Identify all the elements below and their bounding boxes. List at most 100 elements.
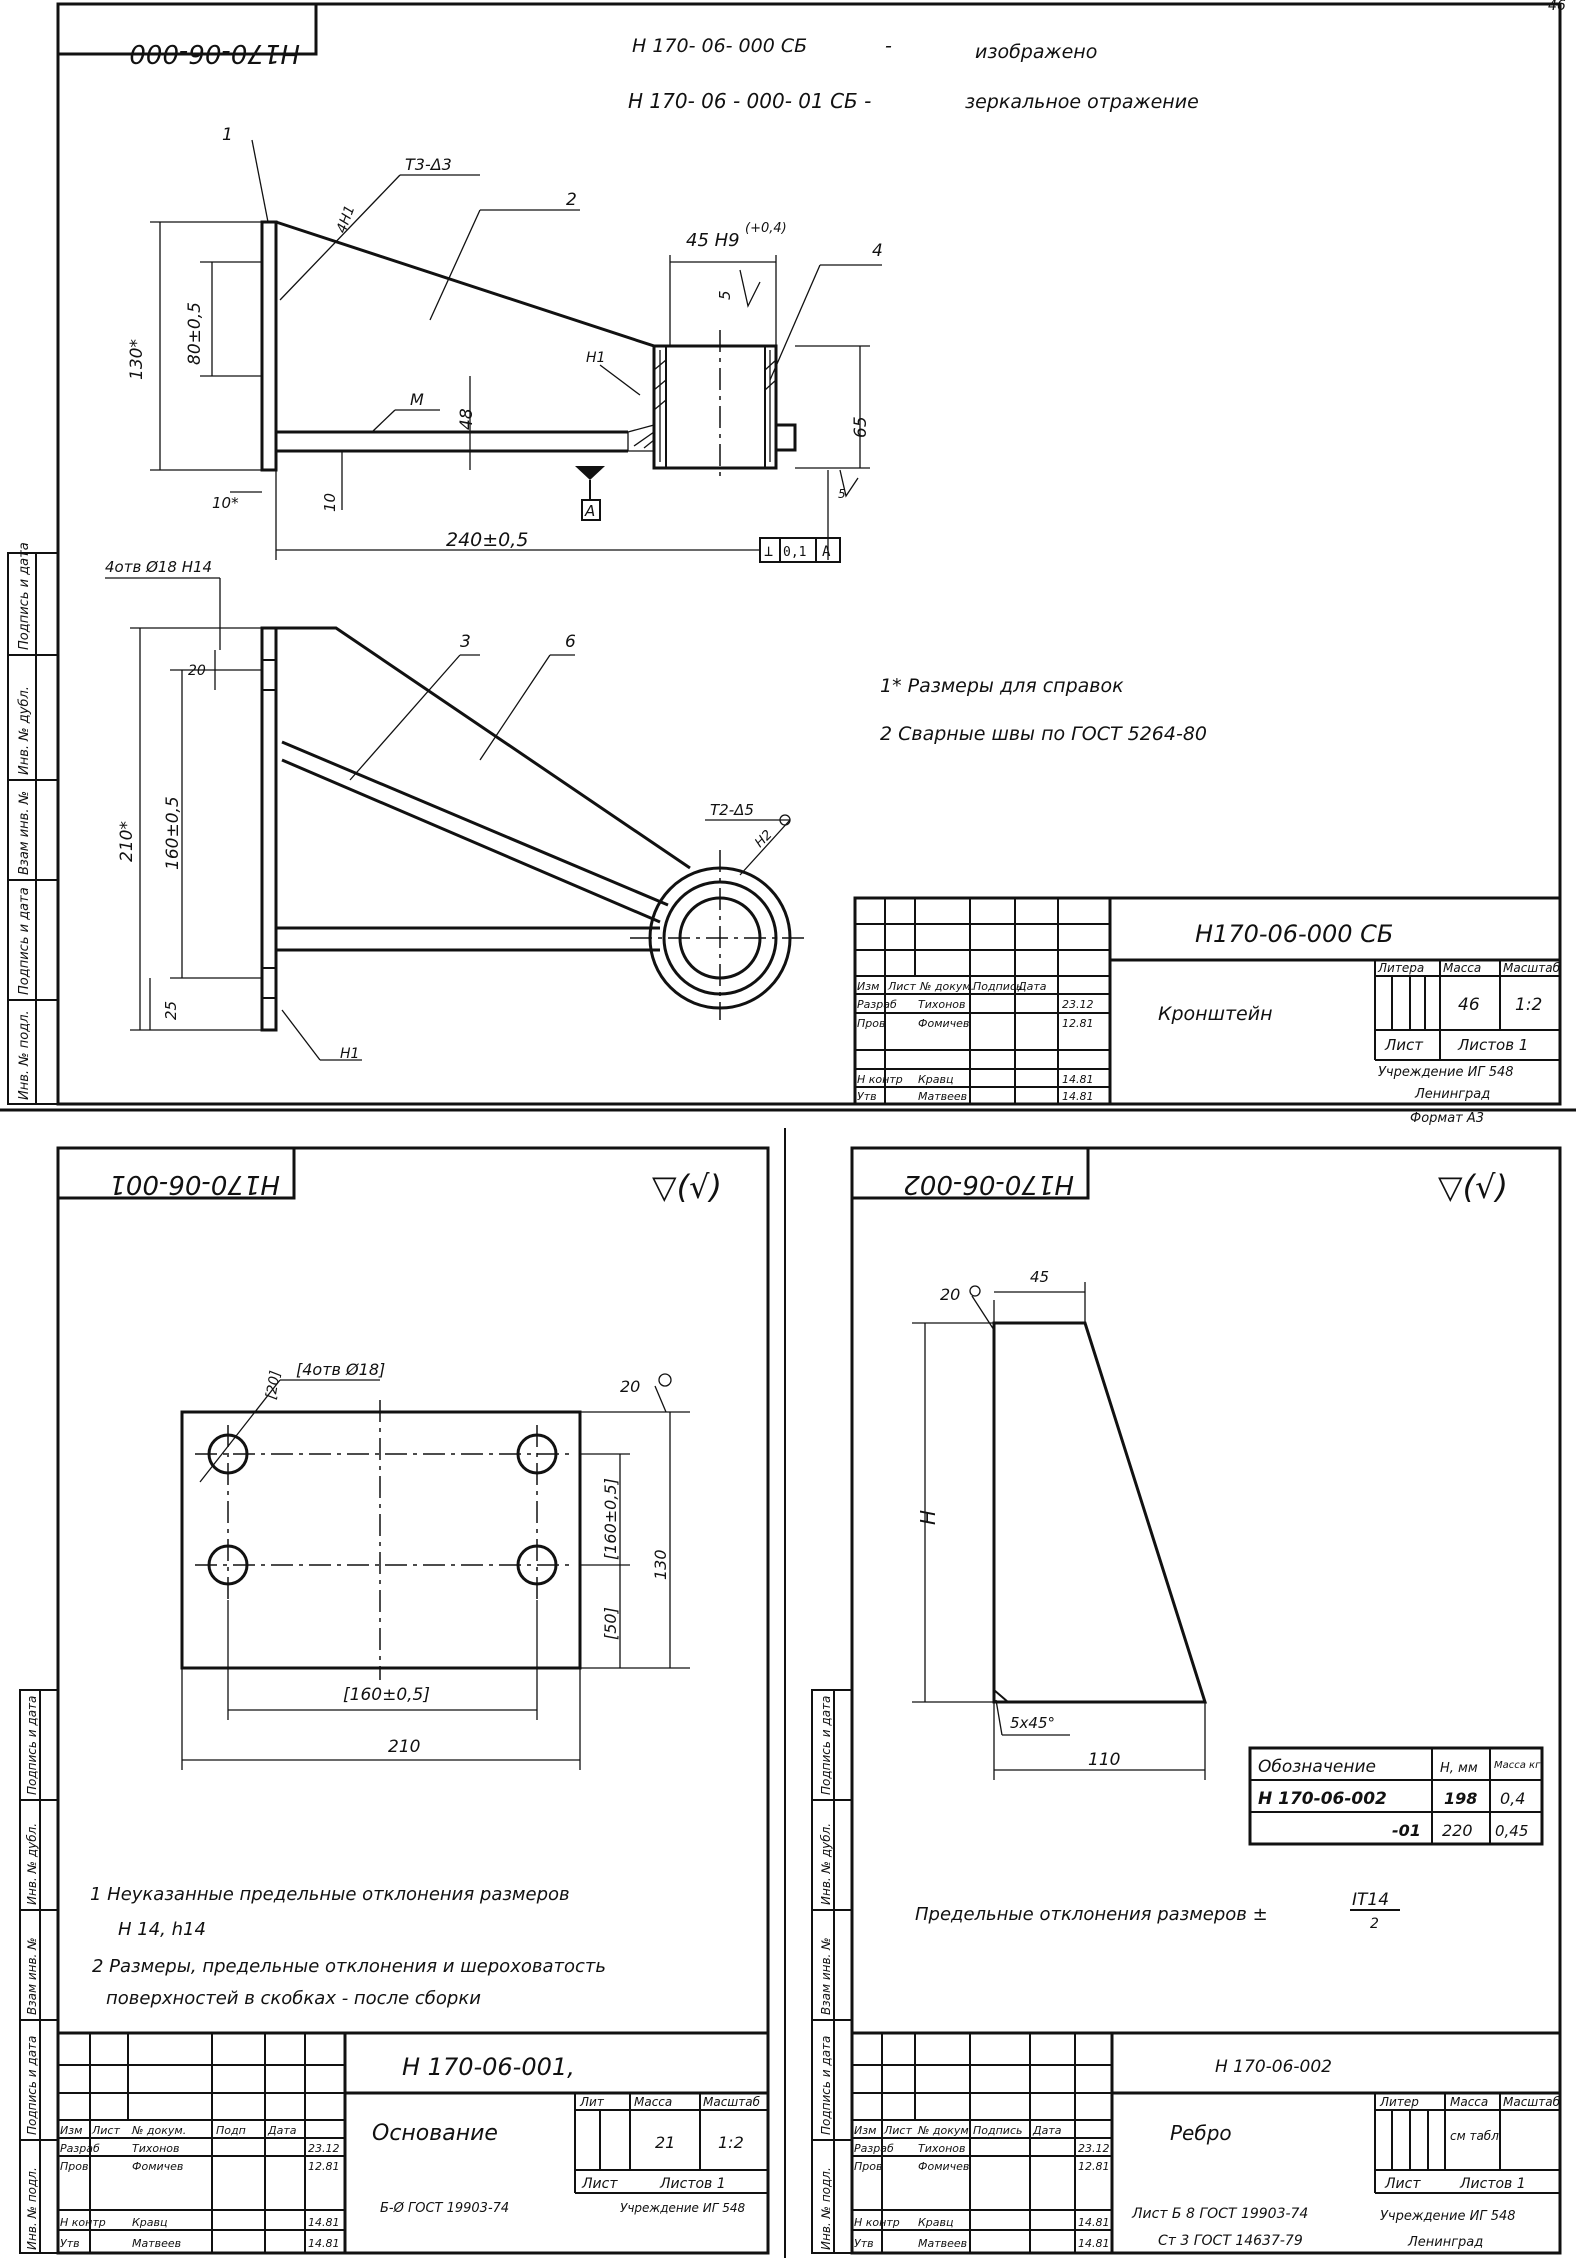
left-col-date: Дата [267, 2124, 297, 2137]
left-org1: Учреждение ИГ 548 [620, 2201, 745, 2215]
strip-label: Взам инв. № [819, 1937, 833, 2015]
strip-label: Подпись и дата [17, 542, 32, 650]
top-org1: Учреждение ИГ 548 [1378, 1065, 1514, 1080]
header-line2-code: Н 170- 06 - 000- 01 СБ - [628, 89, 871, 113]
right-row-date: 12.81 [1078, 2160, 1110, 2173]
right-row-date: 14.81 [1078, 2237, 1110, 2250]
strip-label: Подпись и дата [819, 1696, 833, 1795]
left-row-date: 12.81 [308, 2160, 340, 2173]
left-dim-210: 210 [388, 1737, 420, 1757]
pos3: 3 [460, 632, 471, 652]
right-note: Предельные отклонения размеров ± [915, 1904, 1268, 1925]
strip-label: Подпись и дата [25, 2036, 39, 2135]
weld-t2: Т2-Δ5 [710, 801, 754, 819]
left-row-name: Матвеев [132, 2237, 181, 2250]
right-mass: см табл [1450, 2129, 1499, 2143]
top-scale-label: Масштаб [1503, 961, 1561, 975]
dim-10b: 10 [321, 493, 339, 512]
top-row-role: Пров [857, 1017, 885, 1030]
top-corner-box [56, 2, 318, 56]
top-scale: 1:2 [1515, 995, 1542, 1015]
left-sheets-label: Листов 1 [659, 2176, 726, 2192]
dim-160: 160±0,5 [163, 796, 183, 870]
tol-datum: А [822, 544, 831, 560]
table-cell: 0,4 [1500, 1789, 1525, 1808]
weld-t3: Т3-Δ3 [405, 155, 452, 174]
strip-label: Инв. № дубл. [819, 1823, 833, 1905]
right-dim-110: 110 [1088, 1750, 1120, 1770]
top-col-doc: № докум. [919, 980, 974, 993]
left-scale: 1:2 [718, 2133, 744, 2152]
left-sheet: Подпись и дата Инв. № дубл. Взам инв. № … [19, 1146, 770, 2255]
top-mass-label: Масса [1443, 961, 1481, 975]
right-scale-label: Масштаб [1503, 2095, 1561, 2109]
holes-top: 4отв Ø18 Н14 [105, 558, 212, 576]
left-row-date: 14.81 [308, 2237, 340, 2250]
right-part-name: Ребро [1170, 2121, 1232, 2145]
bracket-plan-view: 160±0,5 210* 25 20 4отв Ø18 Н14 3 6 Т2-Δ… [105, 558, 810, 1062]
dim-65: 65 [851, 416, 871, 438]
left-designation: Н 170-06-001, [402, 2053, 575, 2081]
dim-130: 130* [127, 339, 147, 380]
right-dim-h: Н [916, 1510, 940, 1525]
right-col-doc: № докум. [917, 2124, 972, 2137]
weld-h1-front: Н1 [586, 350, 605, 366]
top-row-date: 12.81 [1062, 1017, 1094, 1030]
left-rough: 20 [620, 1377, 640, 1396]
weld-4h1: 4Н1 [334, 203, 359, 235]
left-col-izm: Изм [60, 2124, 82, 2137]
top-side-strip: Подпись и дата Инв. № дубл. Взам инв. № … [7, 542, 59, 1105]
left-note-3: 2 Размеры, предельные отклонения и шерох… [92, 1956, 606, 1977]
left-scale-label: Масштаб [703, 2095, 761, 2109]
table-cell: 220 [1442, 1821, 1473, 1840]
right-col-date: Дата [1032, 2124, 1062, 2137]
strip-label: Взам инв. № [25, 1937, 39, 2015]
top-row-role: Утв [857, 1090, 877, 1103]
right-row-date: 23.12 [1078, 2142, 1110, 2155]
strip-label: Инв. № подл. [25, 2167, 39, 2250]
left-holes: [4отв Ø18] [296, 1360, 385, 1379]
dim-10a: 10* [212, 494, 239, 512]
left-corner-code: Н170-06-001 [109, 1169, 280, 1199]
right-rough: 20 [940, 1285, 960, 1304]
left-mass: 21 [655, 2133, 675, 2152]
right-row-role: Пров [854, 2160, 882, 2173]
right-chamfer: 5х45° [1010, 1714, 1055, 1732]
left-dim-20: [20] [263, 1370, 284, 1401]
right-material1: Лист Б 8 ГОСТ 19903-74 [1131, 2206, 1308, 2222]
top-sheet: Подпись и дата Инв. № дубл. Взам инв. № … [7, 2, 1562, 1126]
table-cell: Н 170-06-002 [1258, 1789, 1387, 1809]
top-corner-code: Н170-06-000 [129, 38, 300, 68]
dim-48: 48 [457, 408, 477, 430]
top-col-izm: Изм [857, 980, 879, 993]
right-row-role: Утв [854, 2237, 874, 2250]
pos5: 5 [838, 487, 846, 501]
dim-25: 25 [162, 1001, 180, 1020]
left-row-role: Н контр [60, 2216, 106, 2229]
top-row-name: Кравц [918, 1073, 954, 1086]
top-col-date: Дата [1017, 980, 1047, 993]
header-line1-dash: - [885, 35, 892, 57]
header-line1-text: изображено [975, 41, 1097, 63]
right-row-role: Н контр [854, 2216, 900, 2229]
dim-20-plan: 20 [188, 663, 206, 679]
left-corner-box [56, 1146, 296, 1200]
right-org1: Учреждение ИГ 548 [1380, 2209, 1516, 2224]
right-note-frac-top: IT14 [1352, 1890, 1389, 1910]
right-sheet-label: Лист [1384, 2176, 1421, 2192]
left-dim-160v: [160±0,5] [601, 1478, 620, 1560]
left-col-list: Лист [91, 2124, 120, 2137]
left-note-1: 1 Неуказанные предельные отклонения разм… [90, 1884, 570, 1905]
top-format: Формат А3 [1410, 1111, 1484, 1126]
right-row-date: 14.81 [1078, 2216, 1110, 2229]
table-header-designation: Обозначение [1258, 1757, 1376, 1777]
pos2: 2 [566, 190, 577, 210]
right-sheets-label: Листов 1 [1459, 2176, 1526, 2192]
left-row-date: 23.12 [308, 2142, 340, 2155]
strip-label: Инв. № подл. [819, 2167, 833, 2250]
dim-45-tol: (+0,4) [745, 221, 787, 236]
bracket-front-view: А 130* 80±0,5 48 10 10* 240±0,5 ⊥ 0 [127, 125, 883, 563]
right-corner-code: Н170-06-002 [903, 1169, 1074, 1199]
table-cell: 198 [1444, 1789, 1477, 1808]
